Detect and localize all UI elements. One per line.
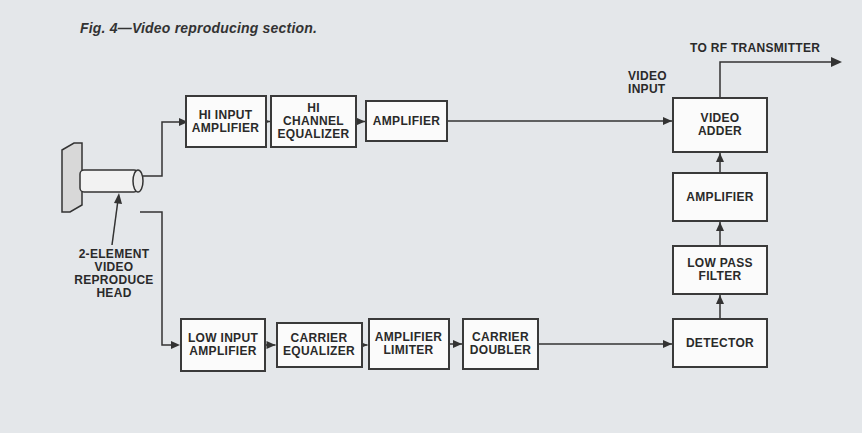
box-label: AMPLIFIER LIMITER xyxy=(375,331,443,357)
box-label: CARRIER EQUALIZER xyxy=(283,332,356,358)
signal-arrow xyxy=(716,153,724,172)
process-box: AMPLIFIER xyxy=(365,100,448,142)
process-box: AMPLIFIER xyxy=(672,172,768,222)
arrowhead xyxy=(114,193,122,204)
box-label: HI INPUT AMPLIFIER xyxy=(192,109,260,135)
connector-line xyxy=(539,343,672,345)
signal-arrow xyxy=(448,117,672,125)
box-label: VIDEO ADDER xyxy=(679,112,761,138)
connector-line xyxy=(448,120,672,122)
annotation-label: TO RF TRANSMITTER xyxy=(690,42,850,55)
box-label: AMPLIFIER xyxy=(373,115,440,128)
arrowhead xyxy=(171,341,180,349)
arrowhead xyxy=(716,153,724,162)
arrowhead xyxy=(716,222,724,231)
figure-title: Fig. 4—Video reproducing section. xyxy=(80,20,317,36)
signal-arrow xyxy=(716,222,724,245)
process-box: HI CHANNEL EQUALIZER xyxy=(270,95,357,148)
process-box: CARRIER EQUALIZER xyxy=(276,322,363,368)
process-box: DETECTOR xyxy=(672,318,768,368)
output-wire xyxy=(720,62,832,97)
signal-arrow xyxy=(266,341,276,349)
signal-arrow xyxy=(716,295,724,318)
arrowhead xyxy=(663,340,672,348)
arrowhead xyxy=(356,118,365,126)
leader-line xyxy=(112,200,118,245)
process-box: VIDEO ADDER xyxy=(672,97,768,153)
head-wire xyxy=(143,122,180,176)
box-label: DETECTOR xyxy=(686,337,754,350)
box-label: LOW INPUT AMPLIFIER xyxy=(187,332,259,358)
arrowhead xyxy=(267,341,276,349)
signal-arrow xyxy=(356,118,365,126)
box-label: LOW PASS FILTER xyxy=(679,257,761,283)
annotation-label: 2-ELEMENT VIDEO REPRODUCE HEAD xyxy=(66,248,162,300)
signal-arrow xyxy=(450,340,463,348)
head-block xyxy=(62,143,82,212)
arrowhead xyxy=(831,57,842,67)
head-face xyxy=(133,170,143,192)
box-label: HI CHANNEL EQUALIZER xyxy=(277,102,350,141)
process-box: AMPLIFIER LIMITER xyxy=(368,318,450,370)
arrowhead xyxy=(453,340,462,348)
box-label: AMPLIFIER xyxy=(686,191,753,204)
process-box: HI INPUT AMPLIFIER xyxy=(185,95,267,148)
process-box: CARRIER DOUBLER xyxy=(462,318,539,370)
signal-arrow xyxy=(539,340,672,348)
box-label: CARRIER DOUBLER xyxy=(469,331,532,357)
arrowhead xyxy=(663,117,672,125)
arrowhead xyxy=(716,295,724,304)
head-cylinder xyxy=(80,170,138,192)
process-box: LOW INPUT AMPLIFIER xyxy=(180,318,266,372)
process-box: LOW PASS FILTER xyxy=(672,245,768,295)
annotation-label: VIDEO INPUT xyxy=(628,70,672,96)
